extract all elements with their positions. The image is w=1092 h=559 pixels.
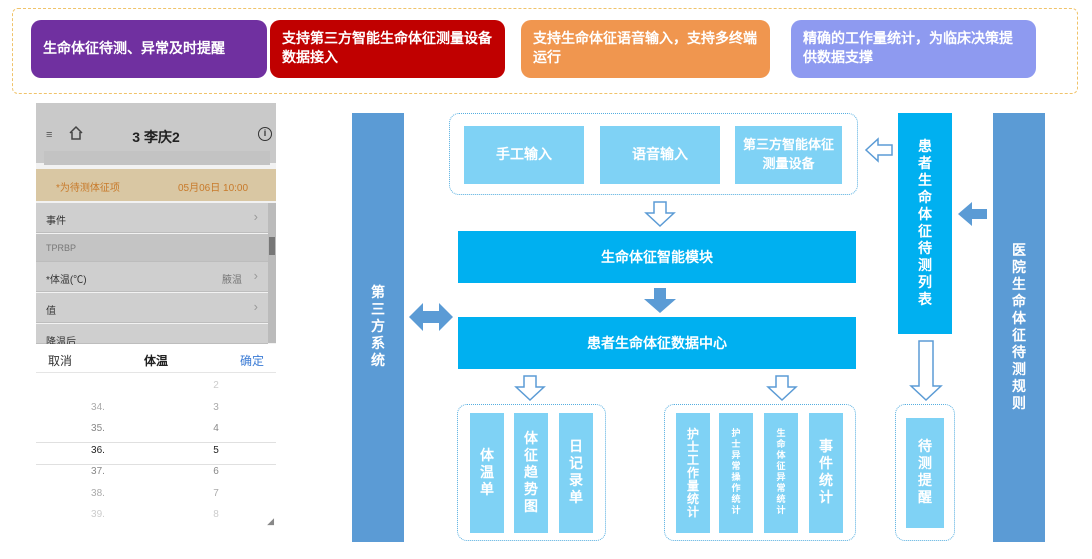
picker-decimal-option[interactable]: 7 (213, 487, 219, 499)
feature-workload-stats: 精确的工作量统计，为临床决策提供数据支撑 (791, 20, 1036, 78)
measure-date: 05月06日 10:00 (178, 183, 249, 194)
data-center: 患者生命体征数据中心 (458, 317, 856, 369)
feature-strip (12, 8, 1078, 94)
alert-group (895, 404, 955, 541)
after-cooling-label: 降温后 (46, 337, 76, 348)
picker-integer-option[interactable]: 39. (91, 509, 105, 520)
temperature-label: *体温(℃) (46, 275, 87, 286)
header-divider (44, 151, 270, 165)
temperature-method: 腋温 (222, 275, 242, 286)
trend-chart: 体征趋势图 (514, 413, 548, 533)
hospital-rules-label: 医院生命体征待测规则 (1012, 242, 1026, 412)
scrollbar[interactable] (268, 203, 276, 343)
patient-title: 3 李庆2 (132, 129, 180, 145)
row-value[interactable]: 值 › (36, 293, 268, 323)
pending-alert: 待测提醒 (906, 418, 944, 528)
event-stats: 事件统计 (809, 413, 843, 533)
pending-hint: *为待测体征项 (56, 183, 120, 194)
chevron-right-icon: › (253, 299, 258, 314)
input-group (449, 113, 858, 195)
row-temperature[interactable]: *体温(℃) 腋温 › (36, 262, 268, 292)
picker-integer-option[interactable]: 35. (91, 423, 105, 434)
home-icon[interactable] (68, 125, 84, 141)
manual-input: 手工输入 (464, 126, 584, 184)
nurse-abnormal-stats: 护士异常操作统计 (719, 413, 753, 533)
arrow-down-outline (766, 375, 798, 402)
event-stats-label: 事件统计 (819, 439, 833, 506)
picker-decimal-option[interactable]: 8 (213, 509, 219, 520)
nurse-workload-label: 护士工作量统计 (686, 426, 699, 519)
picker-decimal-option[interactable]: 3 (213, 401, 219, 413)
info-icon[interactable]: i (258, 127, 272, 141)
third-party-system-label: 第三方系统 (371, 285, 385, 369)
row-after-cooling[interactable]: 降温后 (36, 324, 268, 348)
voice-input: 语音输入 (600, 126, 720, 184)
scrollbar-thumb[interactable] (269, 237, 275, 255)
trend-chart-label: 体征趋势图 (524, 430, 538, 515)
pending-band (36, 169, 276, 201)
daily-record: 日记录单 (559, 413, 593, 533)
row-event[interactable]: 事件 › (36, 203, 268, 233)
picker-divider (36, 372, 276, 373)
resize-handle-icon[interactable]: ◢ (267, 516, 274, 526)
third-party-system: 第三方系统 (352, 113, 404, 542)
picker-integer-option[interactable]: 37. (91, 466, 105, 477)
phone-mockup: ≡ 3 李庆2 i *为待测体征项 05月06日 10:00 事件 › TPRB… (36, 103, 276, 529)
picker-decimal-option[interactable]: 4 (213, 423, 219, 434)
arrow-bidirectional (409, 303, 453, 331)
picker-integer-option[interactable]: 38. (91, 487, 105, 499)
pending-list-label: 患者生命体征待测列表 (918, 138, 932, 308)
picker-title: 体温 (143, 354, 168, 368)
picker-decimal-option[interactable]: 6 (213, 466, 219, 477)
confirm-button[interactable]: 确定 (239, 354, 264, 368)
pending-alert-label: 待测提醒 (918, 439, 932, 506)
picker-integer-option[interactable]: 34. (91, 401, 105, 413)
picker-decimal-option[interactable]: 2 (213, 380, 219, 391)
sheets-group (457, 404, 606, 541)
value-label: 值 (46, 306, 56, 317)
nurse-workload-stats: 护士工作量统计 (676, 413, 710, 533)
menu-icon[interactable]: ≡ (46, 129, 53, 141)
chevron-right-icon: › (253, 268, 258, 283)
temperature-picker: 取消 体温 确定 34. 35. 36. 37. 38. 39. 2 3 4 5 6 7 8 (36, 344, 276, 529)
selection-line-bottom (36, 464, 276, 465)
arrow-down-outline (514, 375, 546, 402)
device-input: 第三方智能体征测量设备 (735, 126, 842, 184)
picker-integer-option[interactable]: 36. (91, 444, 105, 456)
selection-line-top (36, 442, 276, 443)
section-label: TPRBP (46, 243, 77, 253)
feature-device-access: 支持第三方智能生命体征测量设备数据接入 (270, 20, 505, 78)
arrow-down-long-outline (909, 340, 943, 402)
pending-list: 患者生命体征待测列表 (898, 113, 952, 334)
smart-module: 生命体征智能模块 (458, 231, 856, 283)
hospital-rules: 医院生命体征待测规则 (993, 113, 1045, 542)
cancel-button[interactable]: 取消 (48, 354, 73, 368)
feature-reminder: 生命体征待测、异常及时提醒 (31, 20, 267, 78)
stats-group (664, 404, 856, 541)
arrow-down-outline (644, 201, 676, 228)
feature-voice-input: 支持生命体征语音输入，支持多终端运行 (521, 20, 770, 78)
nurse-abnormal-label: 护士异常操作统计 (731, 429, 741, 516)
arrow-left-solid (958, 202, 987, 226)
section-tprbp: TPRBP (36, 234, 268, 262)
arrow-down-solid (644, 288, 676, 313)
row-event-label: 事件 (46, 216, 66, 227)
temperature-sheet: 体温单 (470, 413, 504, 533)
vital-abnormal-stats: 生命体征异常统计 (764, 413, 798, 533)
chevron-right-icon: › (253, 209, 258, 224)
vital-abnormal-label: 生命体征异常统计 (776, 429, 786, 516)
temperature-sheet-label: 体温单 (480, 447, 494, 498)
daily-record-label: 日记录单 (569, 439, 583, 506)
picker-decimal-option[interactable]: 5 (213, 444, 219, 456)
arrow-left-outline (864, 137, 893, 163)
